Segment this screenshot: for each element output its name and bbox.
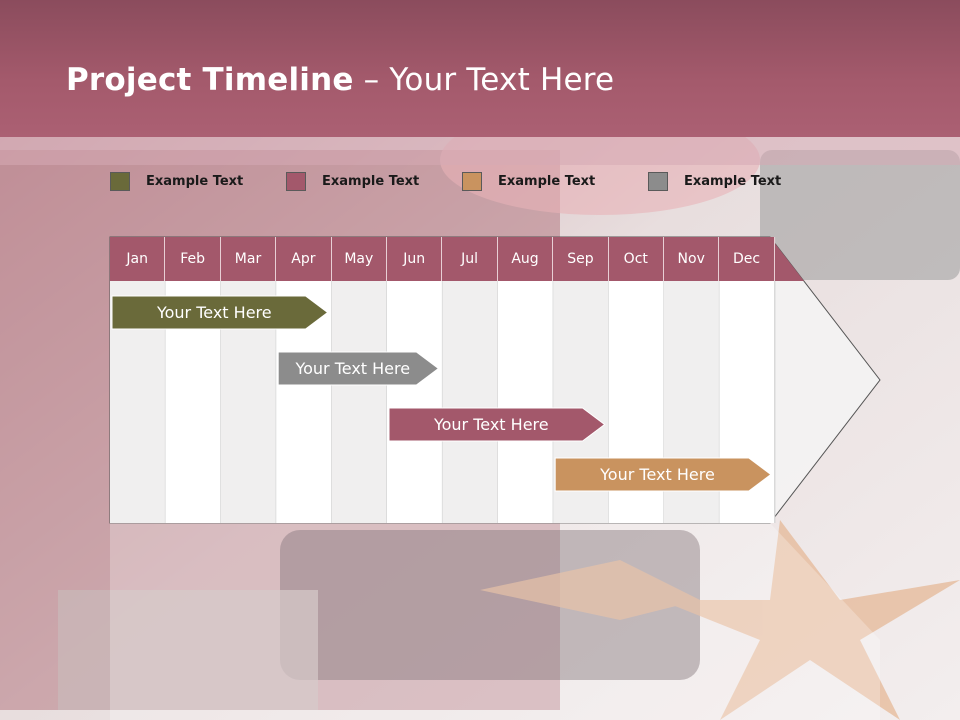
legend-swatch: [286, 171, 306, 191]
task-label: Your Text Here: [600, 465, 715, 484]
month-column: [387, 281, 443, 523]
task-arrow: [277, 351, 440, 386]
legend-swatch: [462, 171, 482, 191]
legend-item: Example Text: [286, 170, 419, 192]
title-bold: Project Timeline: [66, 62, 354, 98]
header-strip: [0, 137, 960, 165]
month-feb: Feb: [165, 237, 221, 281]
month-jun: Jun: [387, 237, 443, 281]
legend-label: Example Text: [498, 173, 596, 189]
task-label: Your Text Here: [433, 415, 549, 434]
month-column: [497, 281, 554, 523]
timeline-reflection: [110, 523, 880, 720]
task-arrows: [111, 295, 772, 492]
legend-item: Example Text: [462, 170, 595, 192]
task-arrow: [111, 295, 329, 330]
legend-swatch: [648, 171, 668, 191]
legend-item: Example Text: [110, 170, 243, 192]
month-column: [442, 281, 498, 523]
month-jan: Jan: [110, 237, 166, 281]
month-aug: Aug: [497, 237, 554, 281]
task-arrow: [554, 457, 772, 492]
task-arrow: [388, 407, 606, 442]
month-apr: Apr: [276, 237, 332, 281]
header-band: [0, 0, 960, 137]
legend-label: Example Text: [322, 173, 420, 189]
month-mar: Mar: [220, 237, 277, 281]
month-jul: Jul: [442, 237, 498, 281]
legend-item: Example Text: [648, 170, 781, 192]
header-arrow-tip: [770, 237, 804, 281]
title-rest: – Your Text Here: [353, 62, 615, 98]
legend-label: Example Text: [146, 173, 244, 189]
month-may: May: [331, 237, 387, 281]
month-nov: Nov: [664, 237, 720, 281]
legend-label: Example Text: [684, 173, 782, 189]
month-dec: Dec: [719, 237, 775, 281]
month-oct: Oct: [608, 237, 664, 281]
task-label: Your Text Here: [156, 303, 272, 322]
legend-swatch: [110, 171, 130, 191]
task-label: Your Text Here: [295, 359, 411, 378]
page-title: Project Timeline – Your Text Here: [66, 62, 614, 98]
month-column: [331, 281, 387, 523]
month-sep: Sep: [553, 237, 609, 281]
